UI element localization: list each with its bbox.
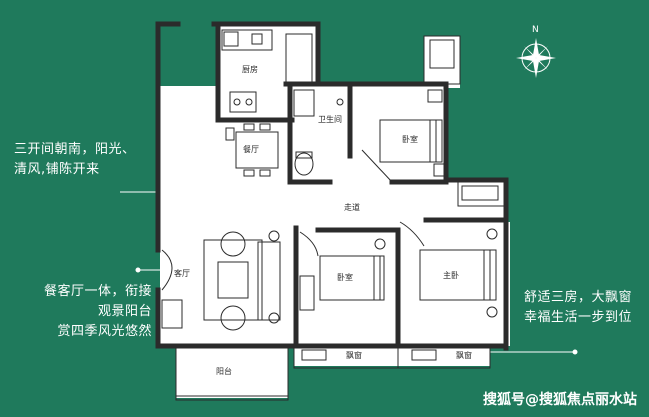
master-fixtures [399,221,498,318]
label-bay-window-1: 飘窗 [346,350,362,360]
bathroom-fixtures [293,89,344,176]
callout-living-line1: 餐客厅一体，衔接 [43,284,152,299]
callout-living-line2: 观景阳台 [97,304,152,319]
watermark: 搜狐号@搜狐焦点丽水站 [483,392,637,408]
bedroom-mid-fixtures [299,231,386,311]
callout-sunlight-line2: 清风,铺陈开来 [14,162,100,177]
callout-bedrooms-line2: 幸福生活一步到位 [524,310,633,325]
bedroom-nw-fixtures [361,89,447,183]
label-bathroom: 卫生间 [318,114,342,124]
label-bay-window-2: 飘窗 [456,350,472,360]
floor-areas [160,24,510,398]
label-bedroom-nw: 卧室 [402,134,418,144]
label-master: 主卧 [443,270,459,280]
callout-living-line3: 赏四季风光悠然 [57,324,152,339]
label-living: 客厅 [174,268,190,278]
label-bedroom-mid: 卧室 [337,272,353,282]
compass-north-label: N [532,25,539,35]
living-furniture [161,230,281,331]
bay-window-fixtures [301,39,499,361]
kitchen-fixtures [221,29,313,113]
thin-lines [175,35,507,401]
callout-sunlight-line1: 三开间朝南，阳光、 [14,142,136,157]
callout-bedrooms-line1: 舒适三房，大飘窗 [524,290,633,305]
label-corridor: 走道 [344,202,360,212]
label-kitchen: 厨房 [242,64,258,74]
compass-rose-icon: N [516,25,556,78]
label-balcony: 阳台 [216,366,232,376]
callout-living: 餐客厅一体，衔接 观景阳台 赏四季风光悠然 [30,282,152,342]
callout-sunlight: 三开间朝南，阳光、 清风,铺陈开来 [14,140,136,180]
label-dining: 餐厅 [243,145,259,154]
callout-bedrooms: 舒适三房，大飘窗 幸福生活一步到位 [524,288,632,328]
dining-set [225,123,279,177]
